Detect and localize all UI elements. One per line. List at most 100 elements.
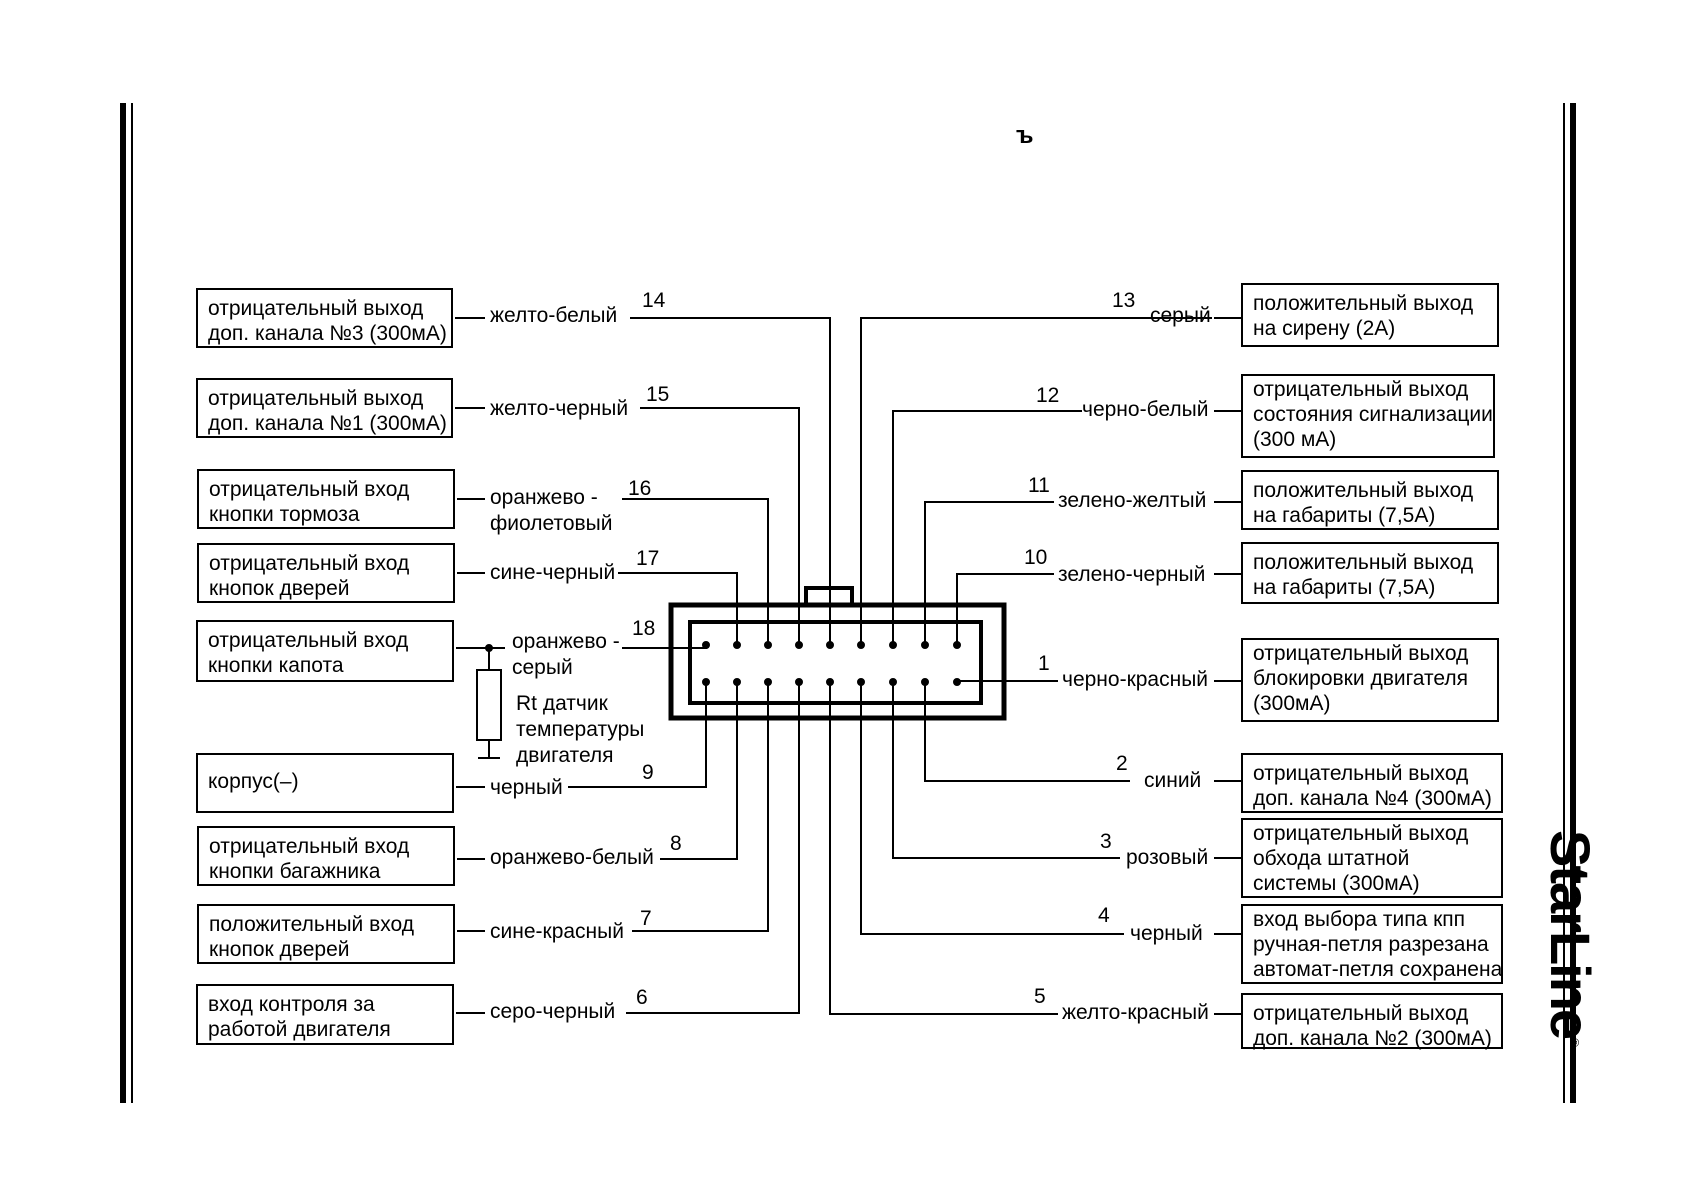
- left-description-box: корпус(–): [196, 753, 454, 813]
- wire-color-label: желто-черный: [490, 397, 629, 420]
- right-wire: [860, 317, 1212, 645]
- description-line: кнопки багажника: [209, 860, 381, 883]
- pin-number: 3: [1100, 830, 1112, 853]
- right-frame-bar: [1570, 103, 1576, 1103]
- description-line: отрицательный выход: [1253, 822, 1469, 845]
- right-wire: [924, 682, 1130, 782]
- pin-number: 13: [1112, 289, 1136, 312]
- pin-number: 5: [1034, 985, 1046, 1008]
- description-line: отрицательный вход: [209, 478, 410, 501]
- pin-number: 6: [636, 986, 648, 1009]
- wire-color-label: черно-белый: [1082, 398, 1209, 421]
- wire-color-label: фиолетовый: [490, 512, 613, 535]
- wire-color-label: серый: [512, 656, 573, 679]
- description-line: отрицательный вход: [209, 835, 410, 858]
- pin-number: 1: [1038, 652, 1050, 675]
- wire-color-label: сине-черный: [490, 561, 616, 584]
- description-line: отрицательный выход: [1253, 378, 1469, 401]
- description-line: работой двигателя: [208, 1018, 391, 1041]
- wire-color-label: черный: [490, 776, 563, 799]
- description-line: на сирену (2А): [1253, 317, 1396, 340]
- description-line: отрицательный вход: [209, 552, 410, 575]
- wire-color-label: оранжево -: [490, 486, 598, 509]
- description-line: блокировки двигателя: [1253, 667, 1468, 690]
- wire-color-label: зелено-желтый: [1058, 489, 1207, 512]
- description-line: ручная-петля разрезана: [1253, 933, 1489, 956]
- left-wire: [660, 682, 738, 860]
- pin-number: 15: [646, 383, 670, 406]
- description-line: положительный выход: [1253, 292, 1474, 315]
- description-line: на габариты (7,5А): [1253, 504, 1436, 527]
- pin-number: 18: [632, 617, 656, 640]
- description-line: на габариты (7,5А): [1253, 576, 1436, 599]
- description-line: положительный выход: [1253, 551, 1474, 574]
- wire-color-label: оранжево -: [512, 630, 620, 653]
- pin-number: 17: [636, 547, 660, 570]
- left-wire: [626, 682, 800, 1014]
- left-wire: [622, 498, 769, 645]
- right-frame-thin: [1563, 103, 1565, 1103]
- pin-number: 8: [670, 832, 682, 855]
- description-line: (300мА): [1253, 692, 1331, 715]
- left-wire: [630, 317, 831, 645]
- left-wire: [568, 682, 707, 788]
- wire-color-label: зелено-черный: [1058, 563, 1206, 586]
- description-line: отрицательный выход: [1253, 642, 1469, 665]
- header-glyph: ъ: [1016, 122, 1034, 149]
- description-line: доп. канала №3 (300мА): [208, 322, 447, 345]
- right-wire: [956, 573, 1054, 645]
- description-line: отрицательный выход: [1253, 762, 1469, 785]
- pin-number: 7: [640, 907, 652, 930]
- left-wire: [632, 682, 769, 932]
- right-wire: [924, 501, 1054, 645]
- right-wire: [829, 682, 1058, 1015]
- left-frame-thin: [131, 103, 133, 1103]
- description-line: кнопок дверей: [209, 938, 350, 961]
- pin-number: 12: [1036, 384, 1060, 407]
- pin-number: 16: [628, 477, 652, 500]
- description-line: положительный выход: [1253, 479, 1474, 502]
- pin-number: 14: [642, 289, 666, 312]
- description-line: автомат-петля сохранена: [1253, 958, 1503, 981]
- right-wire: [892, 682, 1120, 859]
- left-frame-bar: [120, 103, 126, 1103]
- wire-color-label: оранжево-белый: [490, 846, 654, 869]
- wire-color-label: желто-белый: [490, 304, 618, 327]
- right-wire: [860, 682, 1124, 935]
- description-line: отрицательный выход: [208, 387, 424, 410]
- resistor-icon: [476, 669, 502, 741]
- temperature-sensor-label: Rt датчик температуры двигателя: [516, 692, 645, 767]
- description-line: доп. канала №4 (300мА): [1253, 787, 1492, 810]
- wire-color-label: серо-черный: [490, 1000, 616, 1023]
- wire-color-label: черно-красный: [1062, 668, 1209, 691]
- description-line: вход выбора типа кпп: [1253, 908, 1466, 931]
- pin-number: 9: [642, 761, 654, 784]
- description-line: состояния сигнализации: [1253, 403, 1493, 426]
- wire-color-label: синий: [1144, 769, 1202, 792]
- description-line: кнопки капота: [208, 654, 344, 677]
- description-line: доп. канала №1 (300мА): [208, 412, 447, 435]
- wire-color-label: розовый: [1126, 846, 1209, 869]
- description-line: системы (300мА): [1253, 872, 1420, 895]
- description-line: кнопки тормоза: [209, 503, 360, 526]
- pin-number: 4: [1098, 904, 1110, 927]
- wire-color-label: сине-красный: [490, 920, 624, 943]
- wire-color-label: черный: [1130, 922, 1203, 945]
- description-line: обхода штатной: [1253, 847, 1410, 870]
- description-line: отрицательный вход: [208, 629, 409, 652]
- description-line: корпус(–): [208, 770, 299, 793]
